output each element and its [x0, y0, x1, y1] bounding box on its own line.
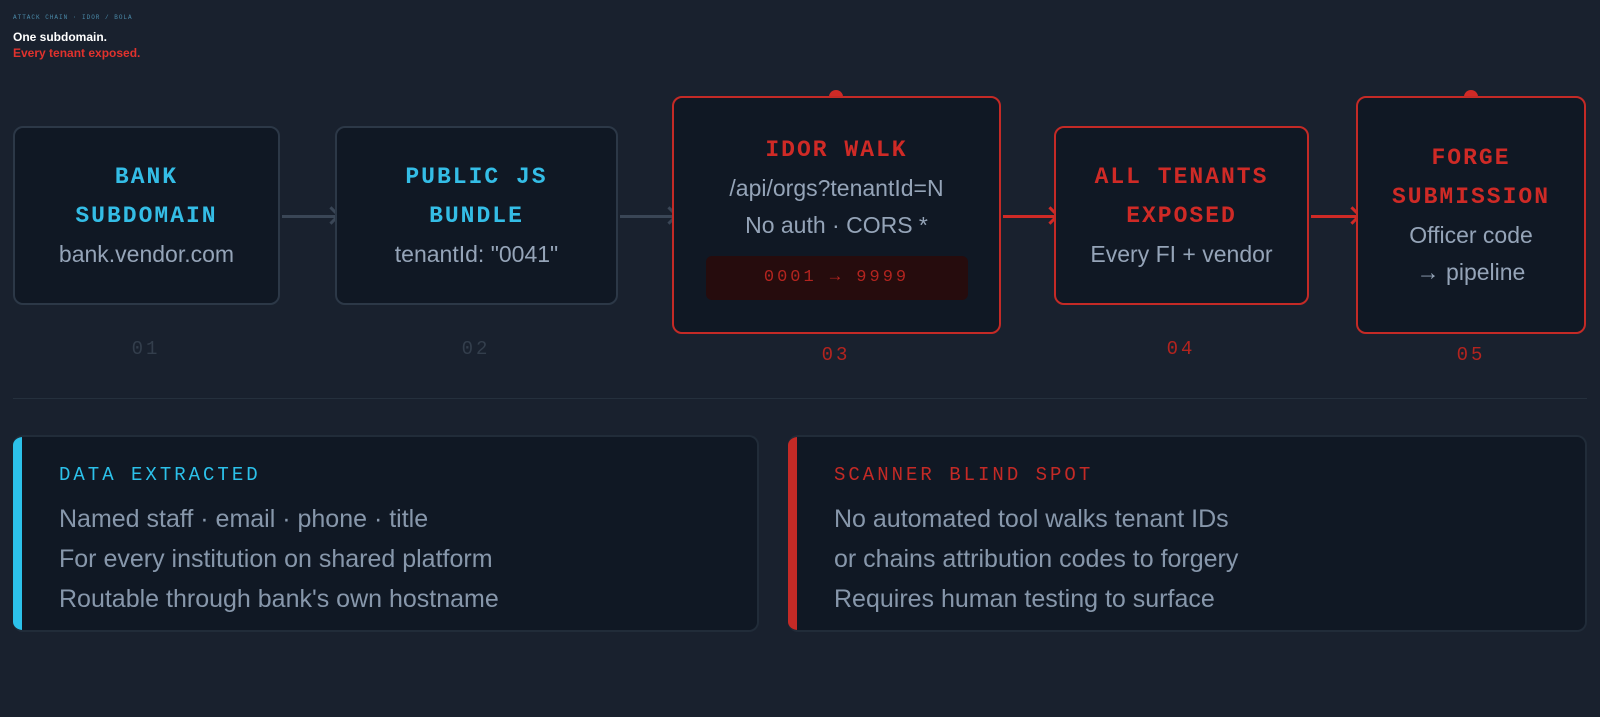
- step-subtitle: tenantId: "0041": [394, 241, 559, 267]
- diagram-title: One subdomain.: [13, 30, 108, 44]
- scanner-blind-spot-card: SCANNER BLIND SPOT No automated tool wal…: [788, 435, 1587, 632]
- list-item: No automated tool walks tenant IDs: [834, 505, 1229, 533]
- step-title-line: PUBLIC JS: [405, 164, 548, 190]
- list-item: For every institution on shared platform: [59, 545, 493, 573]
- step-public-js-bundle: PUBLIC JS BUNDLE tenantId: "0041": [335, 126, 618, 305]
- step-title-line: EXPOSED: [1126, 203, 1237, 229]
- step-number: 05: [1456, 344, 1486, 366]
- diagram-subtitle: Every tenant exposed.: [13, 46, 141, 60]
- list-item: or chains attribution codes to forgery: [834, 545, 1239, 573]
- diagram-kicker: ATTACK CHAIN · IDOR / BOLA: [13, 14, 133, 21]
- card-title: DATA EXTRACTED: [59, 464, 261, 486]
- card-list: No automated tool walks tenant IDs or ch…: [834, 499, 1238, 619]
- step-number: 04: [1166, 338, 1196, 360]
- step-subtitle: /api/orgs?tenantId=N: [729, 174, 944, 201]
- step-title-line: FORGE: [1431, 145, 1511, 171]
- step-subtitle: → pipeline: [1416, 259, 1526, 285]
- step-subtitle: bank.vendor.com: [58, 241, 235, 267]
- list-item: Named staff · email · phone · title: [59, 505, 429, 533]
- step-title-line: SUBMISSION: [1391, 184, 1551, 210]
- flow-arrow: [1311, 215, 1357, 218]
- flow-arrow: [282, 215, 336, 218]
- flow-arrow: [620, 215, 674, 218]
- list-item: Requires human testing to surface: [834, 585, 1215, 613]
- step-number: 03: [821, 344, 851, 366]
- step-all-tenants-exposed: ALL TENANTS EXPOSED Every FI + vendor: [1054, 126, 1309, 305]
- step-number: 02: [461, 338, 491, 360]
- step-subtitle: Every FI + vendor: [1090, 241, 1273, 267]
- step-number: 01: [131, 338, 161, 360]
- step-title-line: BUNDLE: [429, 203, 524, 229]
- card-title: SCANNER BLIND SPOT: [834, 464, 1094, 486]
- step-subtitle: No auth · CORS *: [745, 211, 928, 238]
- card-accent-bar: [13, 437, 22, 630]
- card-accent-bar: [788, 437, 797, 630]
- step-title-line: IDOR WALK: [765, 136, 908, 163]
- step-forge-submission: FORGE SUBMISSION Officer code → pipeline: [1356, 96, 1586, 334]
- step-idor-walk: IDOR WALK /api/orgs?tenantId=N No auth ·…: [672, 96, 1001, 334]
- tenant-range-badge: 0001 → 9999: [705, 255, 968, 300]
- step-bank-subdomain: BANK SUBDOMAIN bank.vendor.com: [13, 126, 280, 305]
- data-extracted-card: DATA EXTRACTED Named staff · email · pho…: [13, 435, 759, 632]
- step-title-line: ALL TENANTS: [1094, 164, 1269, 190]
- card-list: Named staff · email · phone · title For …: [59, 499, 499, 619]
- list-item: Routable through bank's own hostname: [59, 585, 499, 613]
- step-title-line: SUBDOMAIN: [75, 203, 218, 229]
- section-divider: [13, 398, 1587, 399]
- step-title-line: BANK: [114, 164, 179, 190]
- step-subtitle: Officer code: [1409, 222, 1533, 248]
- flow-arrow: [1003, 215, 1055, 218]
